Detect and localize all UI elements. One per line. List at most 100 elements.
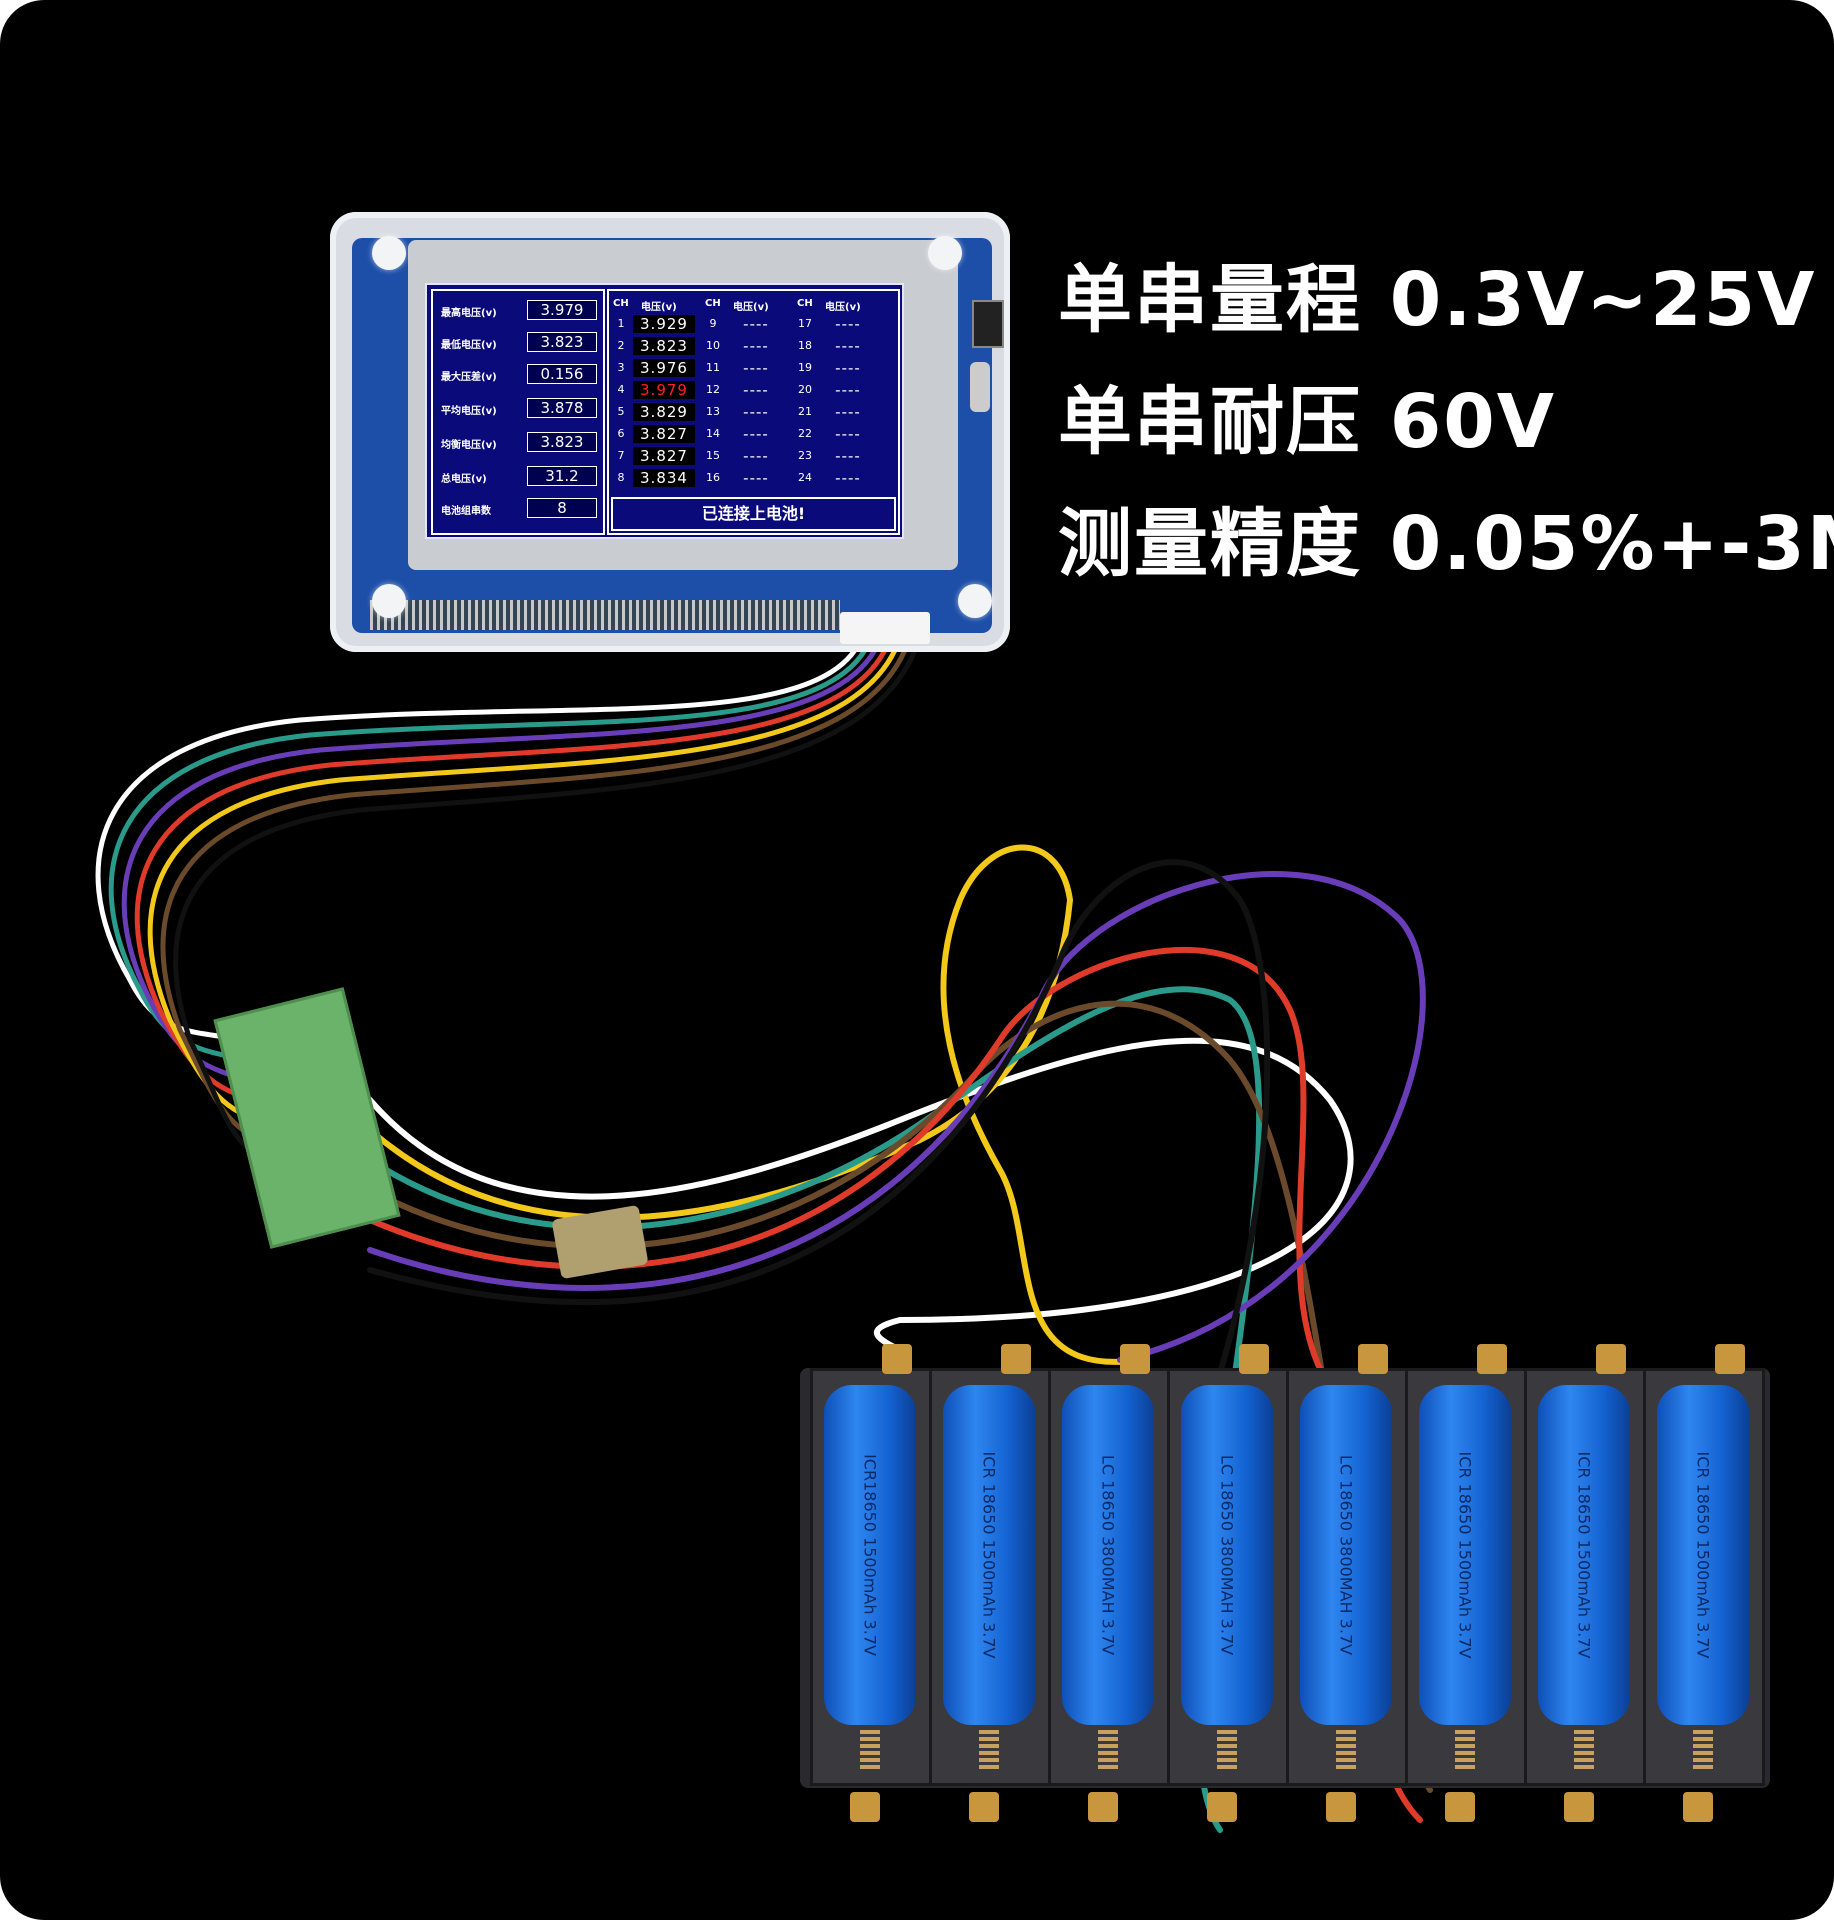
battery-cell: ICR18650 1500mAh 3.7V (824, 1385, 916, 1725)
channel-number: 20 (798, 383, 812, 396)
solder-tab (1358, 1344, 1388, 1374)
spring-contact (1098, 1730, 1118, 1770)
solder-tab (1477, 1344, 1507, 1374)
solder-tab (1120, 1344, 1150, 1374)
channel-voltage: 3.827 (633, 425, 695, 443)
channel-number: 23 (798, 449, 812, 462)
usb-c-port (970, 362, 990, 412)
stat-value: 31.2 (527, 466, 597, 486)
channel-number: 16 (706, 471, 720, 484)
stat-label: 总电压(v) (441, 474, 487, 485)
spec-list: 单串量程 0.3V~25V 单串耐压 60V 测量精度 0.05%+-3MV (1058, 250, 1834, 616)
spring-contact (979, 1730, 999, 1770)
channel-voltage: 3.929 (633, 315, 695, 333)
stat-label: 均衡电压(v) (441, 440, 497, 451)
wires-device-to-connector (95, 647, 918, 1163)
device-button (972, 300, 1004, 348)
standoff (928, 236, 962, 270)
lcd-screen: 最高电压(v) 3.979 最低电压(v) 3.823 最大压差(v) 0.15… (425, 283, 904, 539)
channel-number: 22 (798, 427, 812, 440)
column-header: CH (705, 298, 721, 309)
battery-cell: ICR 18650 1500mAh 3.7V (943, 1385, 1035, 1725)
channel-voltage: ---- (743, 337, 769, 355)
battery-label: ICR 18650 1500mAh 3.7V (1574, 1451, 1594, 1659)
spec-withstand-voltage: 单串耐压 60V (1058, 379, 1557, 465)
channel-voltage: ---- (835, 447, 861, 465)
battery-cell: ICR 18650 1500mAh 3.7V (1538, 1385, 1630, 1725)
channel-voltage: ---- (835, 425, 861, 443)
channel-number: 11 (706, 361, 720, 374)
channel-number: 1 (617, 317, 625, 330)
battery-label: LC 18650 3800MAH 3.7V (1336, 1454, 1356, 1656)
channel-voltage: 3.829 (633, 403, 695, 421)
channel-number: 17 (798, 317, 812, 330)
stat-value: 3.823 (527, 332, 597, 352)
stat-max-diff: 最大压差(v) 0.156 (441, 363, 597, 387)
channel-number: 21 (798, 405, 812, 418)
balance-lead-connector (840, 612, 930, 644)
stat-label: 最低电压(v) (441, 340, 497, 351)
channel-number: 2 (617, 339, 625, 352)
spring-contact (1693, 1730, 1713, 1770)
channel-number: 12 (706, 383, 720, 396)
battery-cell: LC 18650 3800MAH 3.7V (1181, 1385, 1273, 1725)
channel-number: 14 (706, 427, 720, 440)
channel-number: 6 (617, 427, 625, 440)
stat-label: 最高电压(v) (441, 308, 497, 319)
stat-avg-voltage: 平均电压(v) 3.878 (441, 397, 597, 421)
column-header: CH (797, 298, 813, 309)
column-header: 电压(v) (733, 302, 769, 313)
channel-number: 5 (617, 405, 625, 418)
solder-tab (1596, 1344, 1626, 1374)
column-header: 电压(v) (641, 302, 677, 313)
channel-voltage: 3.827 (633, 447, 695, 465)
solder-tab (882, 1344, 912, 1374)
solder-tab (1001, 1344, 1031, 1374)
stat-balance-voltage: 均衡电压(v) 3.823 (441, 431, 597, 455)
battery-cell: ICR 18650 1500mAh 3.7V (1419, 1385, 1511, 1725)
channel-voltage: ---- (835, 381, 861, 399)
connection-status: 已连接上电池! (611, 497, 896, 531)
battery-label: LC 18650 3800MAH 3.7V (1217, 1454, 1237, 1656)
battery-label: ICR 18650 1500mAh 3.7V (1455, 1451, 1475, 1659)
channel-voltage: ---- (743, 359, 769, 377)
channel-voltage: 3.823 (633, 337, 695, 355)
channel-voltage: 3.976 (633, 359, 695, 377)
standoff (372, 236, 406, 270)
spec-range: 单串量程 0.3V~25V (1058, 257, 1817, 343)
solder-tab (1445, 1792, 1475, 1822)
solder-tab (1326, 1792, 1356, 1822)
stat-total-voltage: 总电压(v) 31.2 (441, 465, 597, 489)
channel-number: 19 (798, 361, 812, 374)
stat-min-voltage: 最低电压(v) 3.823 (441, 331, 597, 355)
channel-voltage: ---- (835, 337, 861, 355)
channel-number: 7 (617, 449, 625, 462)
stat-value: 8 (527, 498, 597, 518)
pin-header (370, 600, 840, 630)
solder-tab (969, 1792, 999, 1822)
solder-tab (1564, 1792, 1594, 1822)
channel-voltage: ---- (835, 359, 861, 377)
channel-voltage: ---- (743, 447, 769, 465)
channel-voltage: ---- (835, 315, 861, 333)
channel-number: 13 (706, 405, 720, 418)
solder-tab (1239, 1344, 1269, 1374)
stat-value: 3.878 (527, 398, 597, 418)
battery-cell: LC 18650 3800MAH 3.7V (1062, 1385, 1154, 1725)
channel-voltage: ---- (743, 469, 769, 487)
solder-tab (1683, 1792, 1713, 1822)
solder-tab (1207, 1792, 1237, 1822)
channel-number: 8 (617, 471, 625, 484)
spring-contact (1336, 1730, 1356, 1770)
solder-tab (850, 1792, 880, 1822)
channel-number: 15 (706, 449, 720, 462)
battery-label: LC 18650 3800MAH 3.7V (1098, 1454, 1118, 1656)
channel-voltage: ---- (743, 315, 769, 333)
battery-cell: ICR 18650 1500mAh 3.7V (1657, 1385, 1749, 1725)
channel-number: 3 (617, 361, 625, 374)
column-header: 电压(v) (825, 302, 861, 313)
channel-voltage: 3.834 (633, 469, 695, 487)
channel-voltage: ---- (743, 425, 769, 443)
